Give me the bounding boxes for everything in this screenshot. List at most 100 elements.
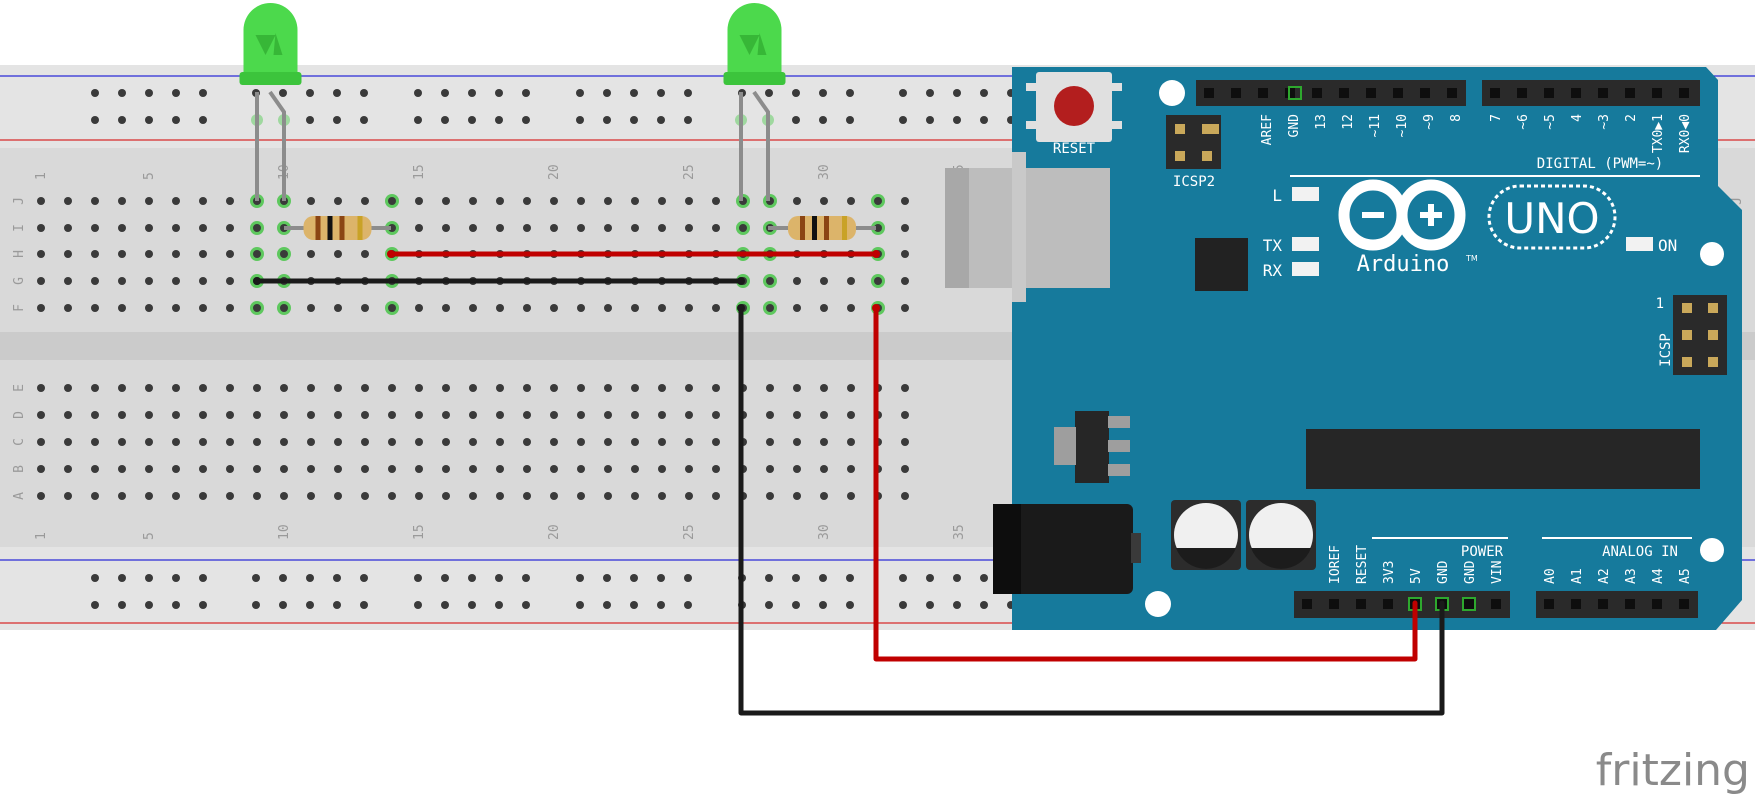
breadboard-hole: [712, 465, 720, 473]
breadboard-hole: [334, 411, 342, 419]
mounting-hole: [1700, 242, 1724, 266]
breadboard-hole: [442, 224, 450, 232]
breadboard-hole: [307, 250, 315, 258]
digital-pin-label: ~11: [1368, 114, 1383, 137]
breadboard-hole: [199, 224, 207, 232]
breadboard-hole: [334, 304, 342, 312]
breadboard-hole: [712, 304, 720, 312]
breadboard-hole: [469, 438, 477, 446]
rail-hole: [926, 574, 934, 582]
rail-hole: [819, 89, 827, 97]
breadboard-hole: [145, 492, 153, 500]
header-pin: [1571, 88, 1581, 98]
column-number: 1: [34, 172, 49, 180]
rail-hole: [333, 601, 341, 609]
column-number: 20: [547, 164, 562, 180]
breadboard-hole: [388, 492, 396, 500]
breadboard-hole: [91, 384, 99, 392]
resistor: [284, 216, 391, 240]
breadboard-hole: [226, 384, 234, 392]
breadboard-hole: [685, 384, 693, 392]
column-number: 5: [142, 172, 157, 180]
led-rim: [723, 72, 786, 85]
breadboard-hole: [712, 492, 720, 500]
dc-jack: [993, 504, 1133, 594]
regulator-pin: [1108, 440, 1130, 452]
breadboard-hole: [334, 197, 342, 205]
breadboard-hole: [307, 411, 315, 419]
row-label: C: [12, 438, 27, 446]
rail-hole: [172, 574, 180, 582]
rail-hole: [468, 601, 476, 609]
breadboard-hole: [901, 465, 909, 473]
led-rim: [239, 72, 302, 85]
rail-hole: [199, 116, 207, 124]
breadboard-hole: [793, 465, 801, 473]
rail-hole: [657, 601, 665, 609]
breadboard-hole: [577, 492, 585, 500]
breadboard-hole: [91, 250, 99, 258]
digital-pin-label: 4: [1570, 114, 1585, 122]
rail-hole: [306, 601, 314, 609]
breadboard-hole: [901, 250, 909, 258]
breadboard-hole: [64, 465, 72, 473]
breadboard-hole: [685, 304, 693, 312]
breadboard-hole: [550, 438, 558, 446]
rail-hole: [603, 89, 611, 97]
breadboard-hole: [307, 438, 315, 446]
breadboard-hole: [820, 438, 828, 446]
breadboard-hole: [658, 465, 666, 473]
breadboard-hole: [64, 304, 72, 312]
breadboard-hole: [523, 197, 531, 205]
rail-hole: [414, 601, 422, 609]
breadboard-hole: [388, 384, 396, 392]
breadboard-hole: [172, 224, 180, 232]
breadboard-hole: [550, 197, 558, 205]
wires-to-arduino: [253, 250, 1445, 716]
reset-button[interactable]: [1054, 86, 1094, 126]
rail-hole: [145, 116, 153, 124]
breadboard-hole: [550, 224, 558, 232]
reset-button-leg: [1110, 83, 1122, 91]
breadboard-hole: [361, 304, 369, 312]
breadboard-hole: [172, 411, 180, 419]
breadboard-hole: [118, 197, 126, 205]
breadboard-hole: [172, 465, 180, 473]
wire-end: [737, 304, 745, 312]
breadboard-hole: [847, 465, 855, 473]
breadboard-hole: [145, 411, 153, 419]
breadboard-hole: [145, 277, 153, 285]
breadboard-hole: [307, 492, 315, 500]
rail-hole: [199, 89, 207, 97]
rail-hole: [819, 601, 827, 609]
header-pin: [1679, 88, 1689, 98]
breadboard-hole: [37, 224, 45, 232]
header-pin: [1202, 151, 1212, 161]
rail-hole: [792, 601, 800, 609]
breadboard-hole: [361, 411, 369, 419]
breadboard-hole: [145, 465, 153, 473]
rail-hole: [172, 116, 180, 124]
breadboard-hole: [172, 304, 180, 312]
uno-label: UNO: [1504, 194, 1599, 243]
rail-hole: [899, 601, 907, 609]
breadboard-hole: [712, 438, 720, 446]
wire-end: [872, 250, 880, 258]
rail-hole: [603, 116, 611, 124]
header-pin: [1383, 599, 1393, 609]
rail-hole: [172, 89, 180, 97]
breadboard-hole: [280, 250, 288, 258]
rail-hole: [306, 89, 314, 97]
analog-pin-label: A5: [1678, 568, 1693, 584]
rail-hole: [684, 89, 692, 97]
breadboard-hole: [172, 438, 180, 446]
rail-hole: [495, 116, 503, 124]
breadboard-hole: [442, 411, 450, 419]
rail-hole: [765, 574, 773, 582]
icsp2-label: ICSP2: [1173, 174, 1215, 190]
rail-hole: [279, 89, 287, 97]
rail-hole: [630, 89, 638, 97]
rail-hole: [953, 601, 961, 609]
rail-hole: [118, 574, 126, 582]
rail-hole: [91, 116, 99, 124]
